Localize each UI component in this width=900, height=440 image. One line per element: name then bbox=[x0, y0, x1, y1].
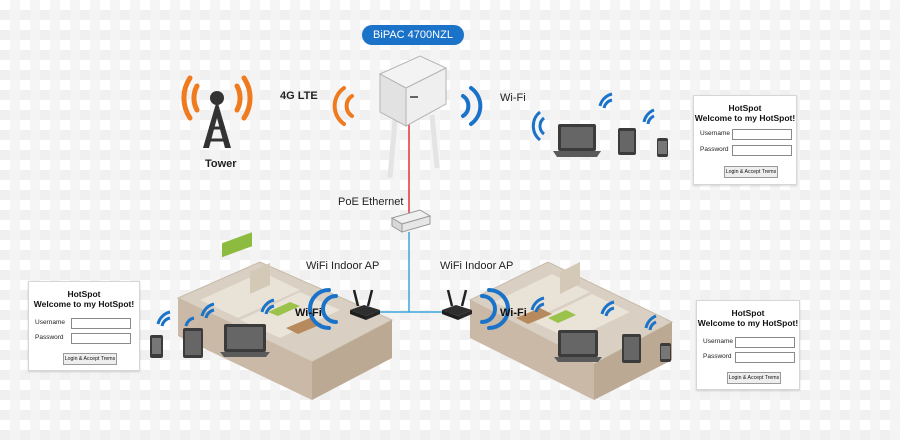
right-devices bbox=[530, 296, 671, 363]
hotspot-subtitle: Welcome to my HotSpot! bbox=[33, 299, 135, 309]
tower-label: Tower bbox=[205, 158, 237, 170]
username-label: Username bbox=[35, 319, 65, 326]
indoor-ap-right-icon bbox=[442, 288, 510, 330]
lte-signal-icon bbox=[332, 86, 354, 126]
username-label: Username bbox=[703, 338, 733, 345]
password-field[interactable] bbox=[732, 145, 792, 156]
hotspot-panel-bottom-right: HotSpot Welcome to my HotSpot! Username … bbox=[696, 300, 800, 390]
wifi-left-label: Wi-Fi bbox=[295, 307, 322, 319]
hotspot-panel-top-right: HotSpot Welcome to my HotSpot! Username … bbox=[693, 95, 797, 185]
password-label: Password bbox=[35, 334, 64, 341]
login-accept-button[interactable]: Login & Accept Trems bbox=[63, 353, 117, 365]
poe-label: PoE Ethernet bbox=[338, 196, 404, 208]
wifi-top-label: Wi-Fi bbox=[500, 92, 526, 104]
indoor-ap-left-label: WiFi Indoor AP bbox=[306, 260, 380, 272]
username-label: Username bbox=[700, 130, 730, 137]
indoor-ap-right-label: WiFi Indoor AP bbox=[440, 260, 514, 272]
username-field[interactable] bbox=[732, 129, 792, 140]
lte-label: 4G LTE bbox=[280, 90, 318, 102]
username-field[interactable] bbox=[735, 337, 795, 348]
hotspot-subtitle: Welcome to my HotSpot! bbox=[694, 113, 796, 123]
hotspot-panel-left: HotSpot Welcome to my HotSpot! Username … bbox=[28, 281, 140, 371]
username-field[interactable] bbox=[71, 318, 131, 329]
right-building bbox=[468, 261, 674, 400]
indoor-ap-left-icon bbox=[308, 288, 380, 330]
top-devices bbox=[531, 92, 668, 157]
hotspot-title: HotSpot bbox=[67, 289, 101, 299]
password-field[interactable] bbox=[71, 333, 131, 344]
hotspot-title: HotSpot bbox=[728, 103, 762, 113]
poe-injector bbox=[390, 209, 432, 233]
wifi-signal-top-icon bbox=[461, 86, 483, 126]
outdoor-router-icon bbox=[378, 55, 448, 179]
password-label: Password bbox=[700, 146, 729, 153]
left-building bbox=[176, 232, 394, 400]
login-accept-button[interactable]: Login & Accept Trems bbox=[727, 372, 781, 384]
router-name-badge: BiPAC 4700NZL bbox=[362, 25, 464, 45]
wifi-right-label: Wi-Fi bbox=[500, 307, 527, 319]
left-devices bbox=[150, 298, 275, 358]
hotspot-subtitle: Welcome to my HotSpot! bbox=[697, 318, 799, 328]
tower-icon bbox=[181, 75, 253, 148]
hotspot-title: HotSpot bbox=[731, 308, 765, 318]
login-accept-button[interactable]: Login & Accept Trems bbox=[724, 166, 778, 178]
password-field[interactable] bbox=[735, 352, 795, 363]
password-label: Password bbox=[703, 353, 732, 360]
